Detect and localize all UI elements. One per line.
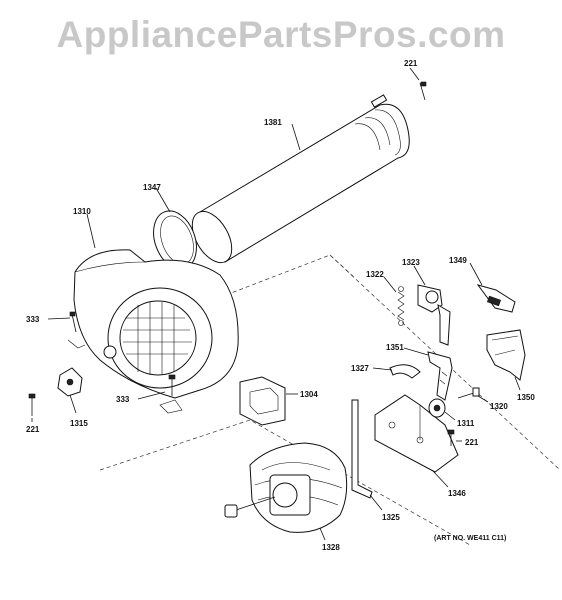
callout-1320: 1320 [490,402,508,411]
screw-333-bottom [168,374,176,396]
callout-1311: 1311 [457,419,475,428]
watermark: AppliancePartsPros.com [56,14,506,55]
idler-arm-1351 [427,351,453,401]
blower-housing-1310 [67,249,239,414]
callout-1351: 1351 [386,343,404,352]
thermostat-1315 [57,367,83,397]
callout-1381: 1381 [264,118,282,127]
callout-1327: 1327 [351,364,369,373]
callout-1347: 1347 [143,183,161,192]
duct-1381 [191,94,410,264]
rod-1325 [351,399,373,499]
arm-1349 [476,284,516,313]
callout-1304: 1304 [300,390,318,399]
callout-1325: 1325 [382,513,400,522]
callout-1328: 1328 [322,543,340,552]
clip-1327 [389,364,421,379]
bolt-1320 [457,387,480,399]
callout-333-bottom: 333 [116,395,130,404]
switch-1323 [417,284,451,346]
seal-1347 [153,210,197,270]
spring-1322 [397,286,405,326]
motor-1328 [224,442,348,533]
plate-1346 [374,394,459,473]
screw-221-top [419,81,427,101]
callout-221-top: 221 [404,59,418,68]
screw-333-left [69,311,77,333]
callout-1346: 1346 [448,489,466,498]
screw-221-right [447,429,455,446]
callout-1322: 1322 [366,270,384,279]
bracket-1350 [486,329,526,381]
bracket-1304 [239,376,286,426]
screw-221-left [28,393,36,416]
callout-1350: 1350 [517,393,535,402]
callout-1349: 1349 [449,256,467,265]
callout-221-left: 221 [26,425,40,434]
assembly-guide-lines [99,254,561,546]
art-number: (ART NO. WE411 C11) [434,535,506,542]
callout-1315: 1315 [70,419,88,428]
pulley-1311 [428,398,446,418]
callout-1310: 1310 [73,207,91,216]
callout-333-left: 333 [26,315,40,324]
callout-221-right: 221 [465,438,479,447]
callout-leaders [31,67,521,541]
callout-1323: 1323 [402,258,420,267]
